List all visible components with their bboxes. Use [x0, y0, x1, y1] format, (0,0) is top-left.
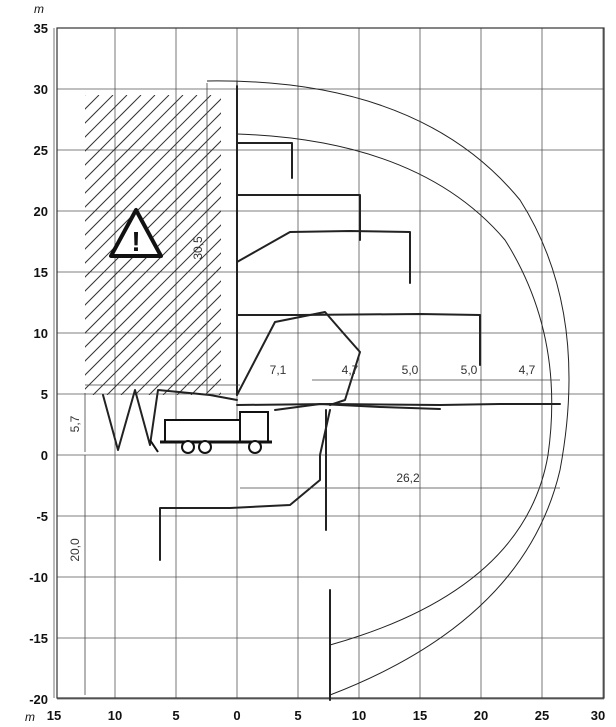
dim-section-4: 5,0: [461, 363, 478, 377]
grid: [53, 27, 604, 700]
warning-exclamation: !: [131, 226, 140, 257]
y-tick-label: -20: [29, 692, 48, 707]
x-tick-label: 0: [233, 708, 240, 723]
hatch-line: [85, 252, 221, 390]
y-tick-label: 10: [34, 326, 48, 341]
dim-max-height: 30,5: [191, 236, 205, 260]
hatch-line: [218, 392, 221, 395]
truck-illustration: [149, 411, 272, 454]
dim-base-height: 5,7: [68, 415, 82, 432]
dim-section-5: 4,7: [519, 363, 536, 377]
y-tick-label: 20: [34, 204, 48, 219]
y-tick-label: 5: [41, 387, 48, 402]
hatch-line: [85, 95, 198, 208]
hatch-line: [85, 196, 221, 334]
hatch-line: [317, 95, 616, 395]
x-tick-label: 15: [47, 708, 61, 723]
hatch-line: [85, 126, 221, 264]
x-unit-label: m: [25, 710, 35, 724]
hatch-line: [162, 336, 221, 395]
y-tick-label: 15: [34, 265, 48, 280]
hatch-line: [85, 95, 156, 166]
hatch-line: [106, 280, 221, 395]
x-tick-label: 25: [535, 708, 549, 723]
hatch-line: [247, 95, 547, 395]
danger-zone-hatch: [85, 95, 616, 395]
hatch-line: [134, 308, 221, 395]
hatch-line: [85, 95, 170, 180]
hatch-line: [233, 95, 533, 395]
hatch-line: [85, 112, 221, 250]
dimension-lines: [84, 83, 560, 695]
hatch-line: [176, 350, 221, 395]
dim-section-3: 5,0: [402, 363, 419, 377]
hatch-line: [85, 182, 221, 320]
y-unit-label: m: [34, 2, 44, 16]
hatch-line: [85, 95, 128, 138]
x-tick-label: 10: [108, 708, 122, 723]
y-axis-ticks: 35 30 25 20 15 10 5 0 -5 -10 -15 -20: [29, 21, 48, 707]
hatch-line: [204, 378, 221, 395]
dim-max-reach: 26,2: [396, 471, 420, 485]
x-axis-ticks: 15 10 5 0 5 10 15 20 25 30: [47, 708, 605, 723]
hatch-line: [85, 98, 221, 236]
y-tick-label: 30: [34, 82, 48, 97]
x-tick-label: 30: [591, 708, 605, 723]
hatch-line: [85, 95, 212, 222]
hatch-line: [85, 95, 86, 96]
hatch-line: [331, 95, 616, 395]
hatch-line: [85, 95, 184, 194]
reach-envelope: [206, 80, 570, 696]
x-tick-label: 5: [172, 708, 179, 723]
hatch-line: [85, 95, 142, 152]
y-tick-label: 0: [41, 448, 48, 463]
dim-max-depth: 20,0: [68, 538, 82, 562]
hatch-line: [92, 266, 221, 395]
y-tick-label: 35: [34, 21, 48, 36]
x-tick-label: 5: [294, 708, 301, 723]
hatch-line: [148, 322, 221, 395]
dim-section-2: 4,7: [342, 363, 359, 377]
hatch-line: [275, 95, 575, 395]
boom-configurations: [102, 85, 561, 701]
x-tick-label: 20: [474, 708, 488, 723]
hatch-line: [359, 95, 616, 395]
y-tick-label: -15: [29, 631, 48, 646]
x-tick-label: 10: [352, 708, 366, 723]
y-tick-label: -5: [36, 509, 48, 524]
warning-triangle-icon: !: [109, 208, 163, 258]
y-tick-label: 25: [34, 143, 48, 158]
hatch-line: [85, 95, 100, 110]
y-tick-label: -10: [29, 570, 48, 585]
hatch-line: [85, 224, 221, 362]
hatch-line: [85, 210, 221, 348]
x-tick-label: 15: [413, 708, 427, 723]
dim-section-1: 7,1: [270, 363, 287, 377]
hatch-line: [120, 294, 221, 395]
hatch-line: [85, 238, 221, 376]
